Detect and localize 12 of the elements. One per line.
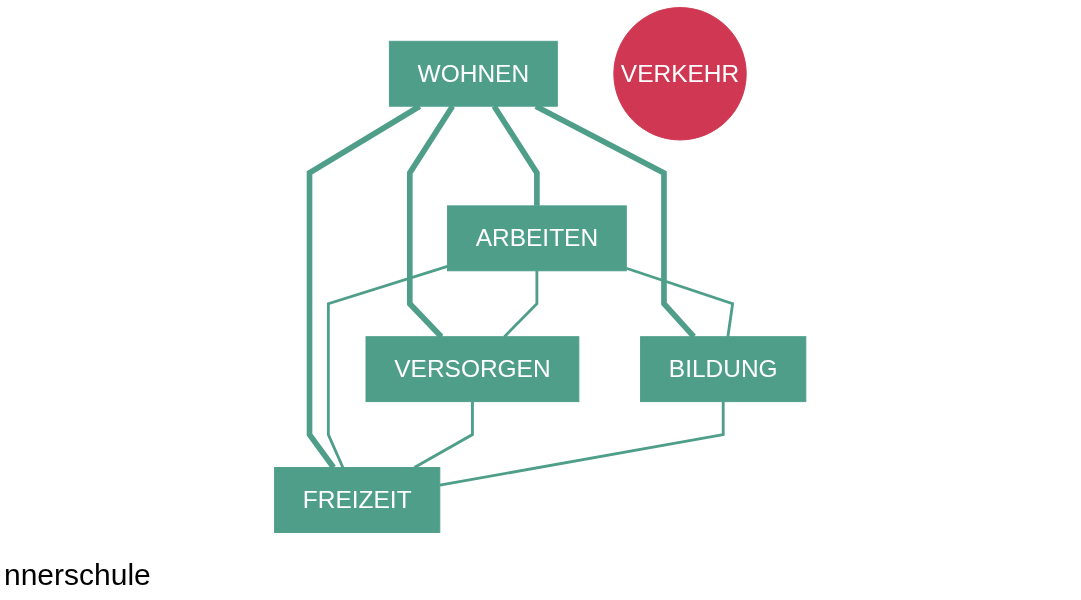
connector [414, 401, 475, 469]
node-box: FREIZEIT [274, 467, 441, 533]
node-box: WOHNEN [389, 40, 559, 107]
node-circle: VERKEHR [613, 7, 747, 141]
node-box: VERSORGEN [365, 336, 580, 403]
connector [626, 266, 735, 337]
connector [439, 401, 725, 487]
note-text: nnerschule [4, 558, 151, 592]
connector [327, 265, 449, 469]
node-box: BILDUNG [640, 336, 807, 403]
node-box: ARBEITEN [447, 205, 628, 272]
connector [503, 270, 539, 338]
